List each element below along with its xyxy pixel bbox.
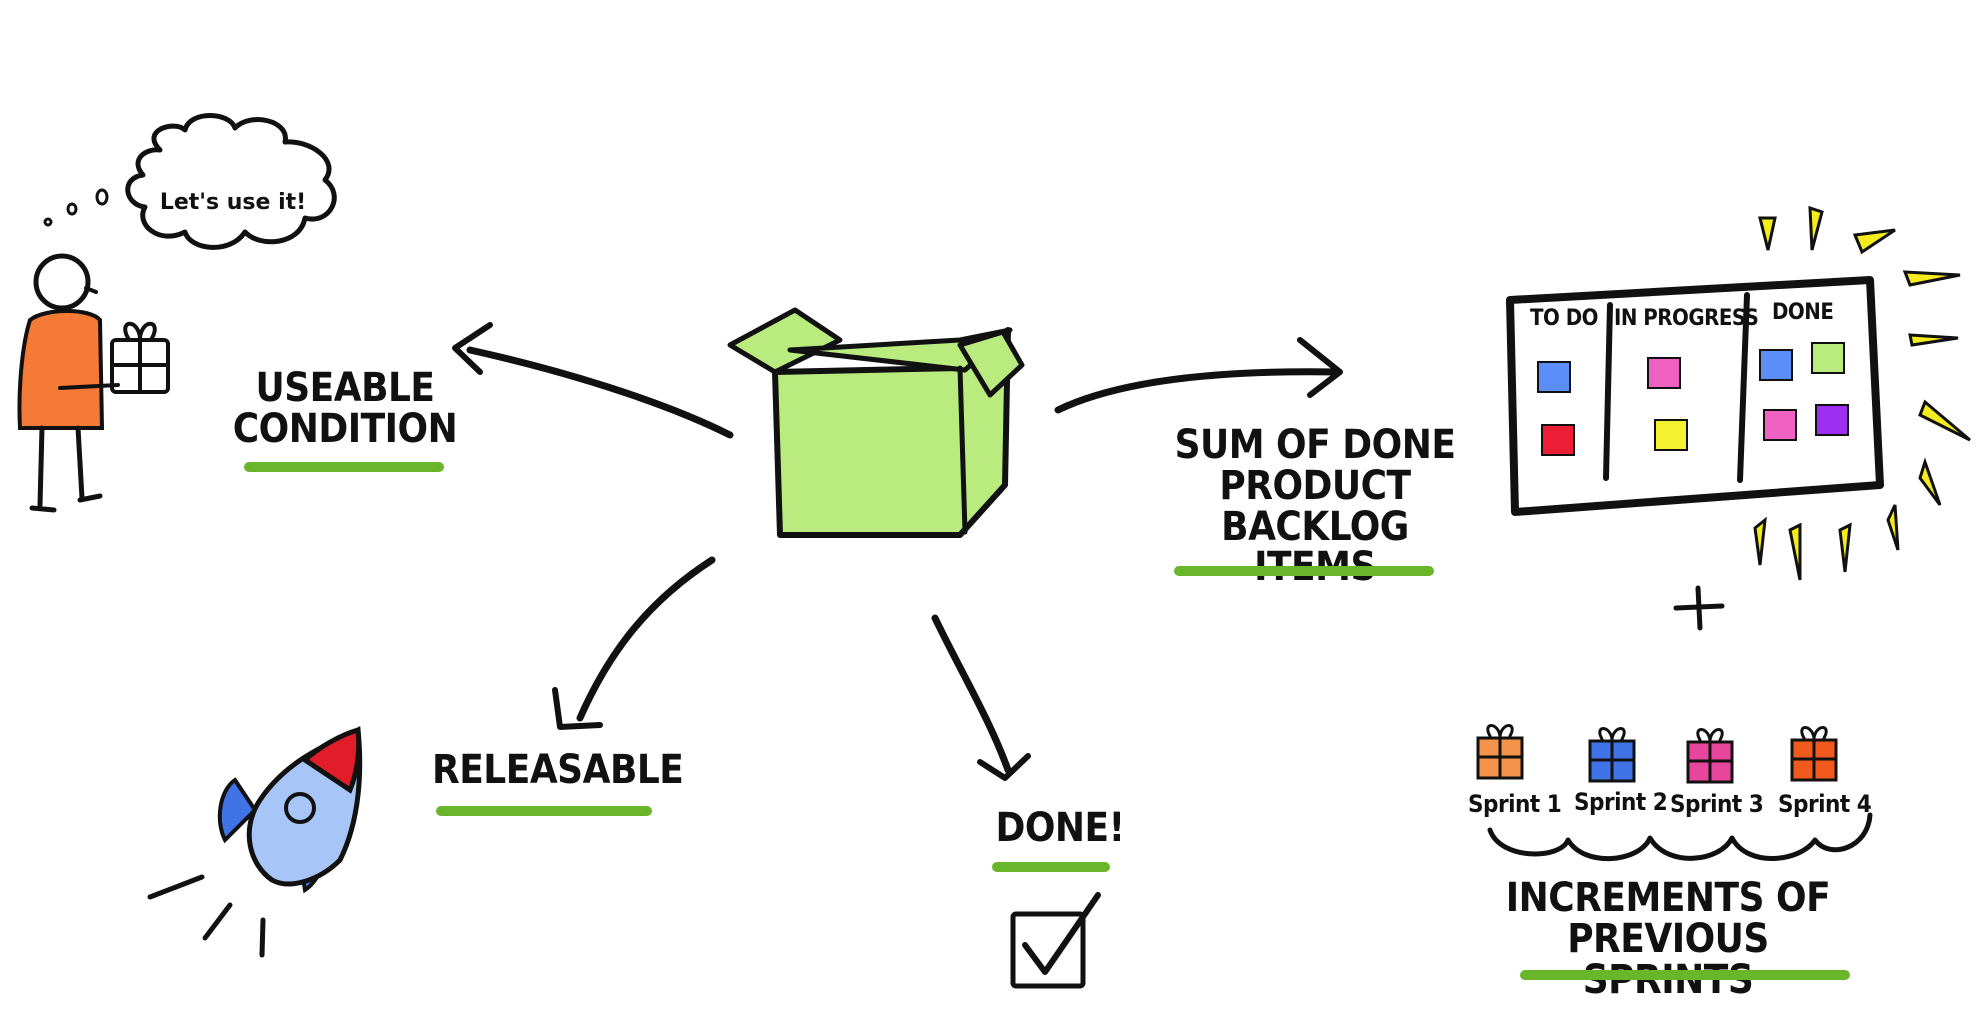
- gift-icon: [1790, 726, 1838, 782]
- increments-label: INCREMENTS OF PREVIOUS SPRINTS: [1505, 875, 1831, 1000]
- arrow-to-sum: [1054, 337, 1343, 414]
- sprint-label-3: Sprint 3: [1670, 790, 1764, 818]
- arrow-to-done: [931, 614, 1031, 781]
- thought-cloud-icon: [43, 113, 337, 250]
- gift-icon: [1476, 724, 1524, 780]
- board-column-done: DONE: [1772, 300, 1834, 325]
- thought-text: Let's use it!: [160, 190, 306, 215]
- increments-underline: [1520, 970, 1850, 980]
- arrow-to-useable: [452, 322, 734, 439]
- kanban-board-icon: [1506, 276, 1884, 516]
- plus-sign: [1673, 585, 1725, 631]
- sprint-label-4: Sprint 4: [1778, 790, 1872, 818]
- sprint-gifts: [1476, 724, 1838, 784]
- board-column-in-progress: IN PROGRESS: [1614, 306, 1759, 331]
- sum-underline: [1174, 566, 1434, 576]
- useable-underline: [244, 462, 444, 472]
- gift-icon: [110, 321, 170, 394]
- burst-rays: [1753, 205, 1971, 581]
- sprint-brace: [1487, 812, 1873, 862]
- releasable-label: RELEASABLE: [432, 747, 684, 793]
- board-column-todo: TO DO: [1530, 306, 1598, 331]
- open-box-icon: [727, 307, 1025, 538]
- done-label: DONE!: [995, 805, 1125, 851]
- checkbox-icon: [1010, 892, 1101, 989]
- thinking-person-icon: [17, 253, 120, 513]
- sprint-label-1: Sprint 1: [1468, 790, 1562, 818]
- useable-condition-label: USEABLE CONDITION: [232, 365, 458, 452]
- releasable-underline: [436, 806, 652, 816]
- sprint-label-2: Sprint 2: [1574, 788, 1668, 816]
- arrow-to-releasable: [552, 556, 716, 730]
- done-underline: [992, 862, 1110, 872]
- gift-icon: [1686, 728, 1734, 784]
- sum-of-done-label: SUM OF DONE PRODUCT BACKLOG ITEMS: [1174, 422, 1456, 588]
- gift-icon: [1588, 727, 1636, 783]
- rocket-icon: [147, 725, 363, 958]
